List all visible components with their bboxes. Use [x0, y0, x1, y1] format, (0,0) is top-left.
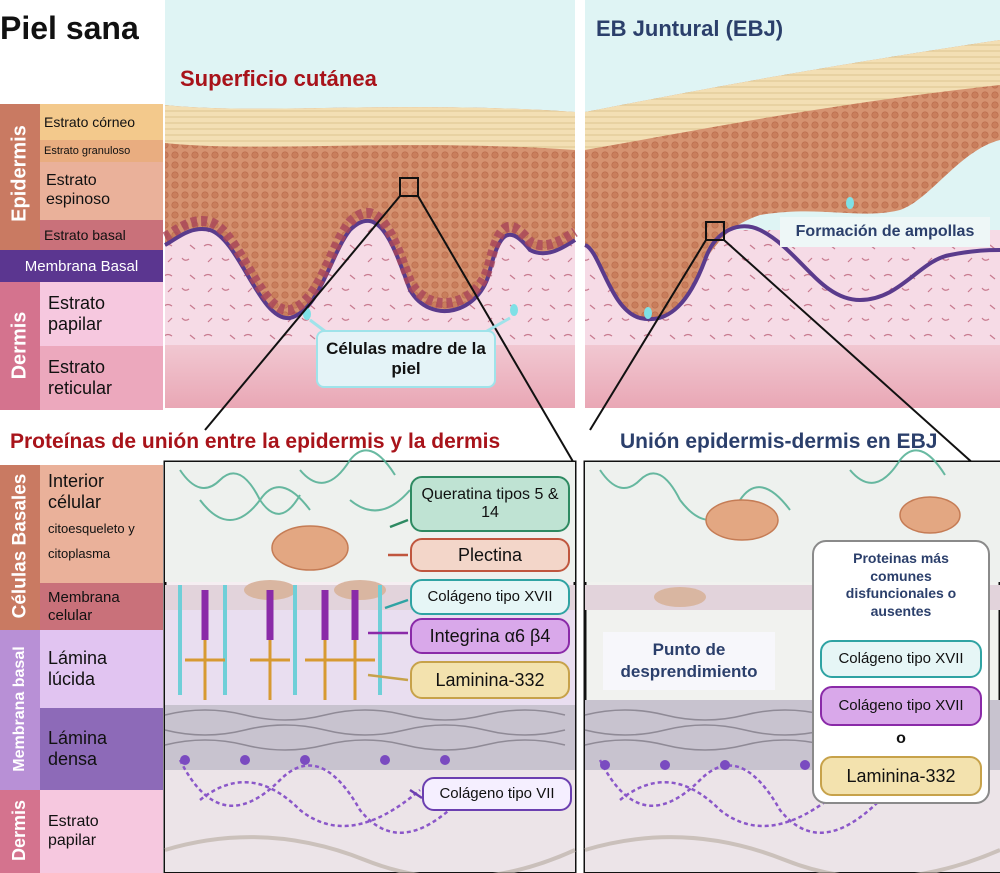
cell-interior-label: Interior célular: [48, 471, 105, 513]
blister-formation-label: Formación de ampollas: [780, 217, 990, 247]
dermis-group-label-lower: Dermis: [9, 799, 29, 862]
basement-membrane-label: Membrana Basal: [0, 250, 163, 282]
ebj-laminin: Laminina-332: [820, 756, 982, 796]
basale-label: Estrato basal: [40, 220, 163, 250]
zoom-box-healthy: [399, 177, 419, 197]
corneum-label: Estrato córneo: [40, 104, 163, 140]
keratin-callout: Queratina tipos 5 & 14: [410, 476, 570, 532]
stem-cell-marker: [644, 307, 652, 319]
upper-layer-legend: Epidermis Estrato córneo Estrato granulo…: [0, 104, 163, 410]
ebj-junction-title: Unión epidermis-dermis en EBJ: [620, 430, 938, 453]
stem-cells-label: Células madre de la piel: [316, 330, 496, 388]
zoom-box-ebj: [705, 221, 725, 241]
cell-membrane-label: Membrana celular: [40, 583, 163, 630]
dysfunctional-title: Proteinas más comunes disfuncionales o a…: [845, 550, 957, 619]
lower-layer-legend: Células Basales Interior célular citoesq…: [0, 465, 163, 873]
collagen17-callout: Colágeno tipo XVII: [410, 579, 570, 615]
basal-cells-group-label: Células Basales: [9, 473, 31, 619]
ebj-collagen17-a: Colágeno tipo XVII: [820, 640, 982, 678]
plectin-callout: Plectina: [410, 538, 570, 572]
integrin-callout: Integrina α6 β4: [410, 618, 570, 654]
ebj-title: EB Juntural (EBJ): [596, 16, 784, 41]
lamina-lucida-label: Lámina lúcida: [40, 630, 163, 708]
papillary-label-upper: Estrato papilar: [40, 282, 163, 346]
stem-cell-marker: [510, 304, 518, 316]
skin-surface-label: Superficio cutánea: [180, 66, 377, 91]
dermis-group-label-upper: Dermis: [8, 311, 31, 380]
laminin-callout: Laminina-332: [410, 661, 570, 699]
basement-group-label: Membrana basal: [11, 646, 28, 772]
collagen7-callout: Colágeno tipo VII: [422, 777, 572, 811]
granulosum-label: Estrato granuloso: [40, 140, 163, 162]
spinosum-label: Estrato espinoso: [40, 162, 163, 220]
epidermis-group-label: Epidermis: [8, 125, 31, 222]
papillary-label-lower: Estrato papilar: [40, 790, 163, 873]
proteins-title: Proteínas de unión entre la epidermis y …: [10, 430, 501, 453]
ebj-collagen17-b: Colágeno tipo XVII: [820, 686, 982, 726]
detachment-point-label: Punto de desprendimiento: [603, 632, 775, 690]
lamina-densa-label: Lámina densa: [40, 708, 163, 790]
or-label: o: [896, 730, 906, 747]
reticular-label: Estrato reticular: [40, 346, 163, 410]
dysfunctional-proteins-box: Proteinas más comunes disfuncionales o a…: [812, 540, 990, 804]
stem-cell-marker: [846, 197, 854, 209]
cytoskeleton-label: citoesqueleto y citoplasma: [48, 521, 135, 562]
healthy-skin-title: Piel sana: [0, 10, 139, 46]
